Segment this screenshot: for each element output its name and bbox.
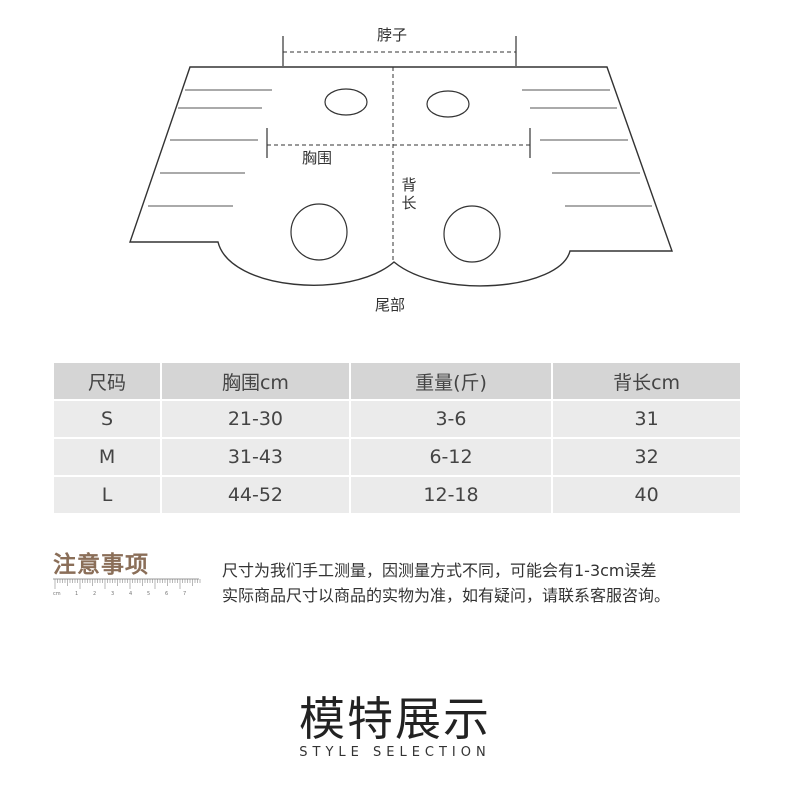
table-cell: 40: [553, 477, 740, 513]
leg-hole-front-left: [324, 88, 368, 116]
table-cell: 44-52: [162, 477, 349, 513]
header-chest: 胸围cm: [162, 363, 349, 399]
garment-shape: [129, 66, 673, 287]
chest-label: 胸围: [302, 149, 333, 167]
model-display-subtitle: STYLE SELECTION: [299, 745, 491, 760]
ruler-icon: cm 1 2 3 4 5 6 7: [53, 578, 201, 597]
table-cell: 31: [553, 401, 740, 437]
leg-hole-rear-right: [443, 205, 501, 263]
model-display-title: 模特展示: [299, 692, 491, 746]
header-size: 尺码: [54, 363, 161, 399]
table-row: S 21-30 3-6 31: [54, 401, 740, 437]
table-cell: 6-12: [350, 439, 552, 475]
table-cell: 12-18: [350, 477, 552, 513]
table-cell: 31-43: [162, 439, 349, 475]
notes-line-1: 尺寸为我们手工测量，因测量方式不同，可能会有1-3cm误差: [222, 561, 657, 580]
back-length-label: 背 长: [401, 176, 417, 212]
table-cell: 21-30: [162, 401, 349, 437]
ruler-number: 3: [111, 591, 114, 597]
garment-outline: [129, 36, 673, 287]
table-cell: L: [54, 477, 161, 513]
notes-title: 注意事项: [53, 552, 149, 578]
header-weight: 重量(斤): [350, 363, 552, 399]
back-label-char-1: 背: [401, 176, 417, 194]
table-row: M 31-43 6-12 32: [54, 439, 740, 475]
ruler-number: 6: [165, 591, 168, 597]
ruler-number: 7: [183, 591, 186, 597]
table-cell: M: [54, 439, 161, 475]
header-back-length: 背长cm: [553, 363, 740, 399]
ruler-number: 4: [129, 591, 132, 597]
size-table: 尺码 胸围cm 重量(斤) 背长cm S 21-30 3-6 31 M 31-4…: [52, 361, 742, 515]
table-cell: 32: [553, 439, 740, 475]
notes-line-2: 实际商品尺寸以商品的实物为准，如有疑问，请联系客服咨询。: [222, 586, 671, 605]
ruler-number: 5: [147, 591, 150, 597]
ruler-number: 1: [75, 591, 78, 597]
leg-hole-front-right: [426, 90, 470, 118]
table-cell: S: [54, 401, 161, 437]
ruler-number: 2: [93, 591, 96, 597]
table-cell: 3-6: [350, 401, 552, 437]
table-header-row: 尺码 胸围cm 重量(斤) 背长cm: [54, 363, 740, 399]
neck-label: 脖子: [377, 26, 408, 44]
garment-diagram: 脖子 胸围 背 长 尾部: [0, 0, 790, 340]
ruler-unit: cm: [53, 591, 61, 597]
tail-label: 尾部: [375, 296, 406, 314]
back-label-char-2: 长: [401, 194, 417, 212]
notes-text: 尺寸为我们手工测量，因测量方式不同，可能会有1-3cm误差 实际商品尺寸以商品的…: [222, 558, 670, 608]
leg-hole-rear-left: [290, 203, 348, 261]
table-row: L 44-52 12-18 40: [54, 477, 740, 513]
